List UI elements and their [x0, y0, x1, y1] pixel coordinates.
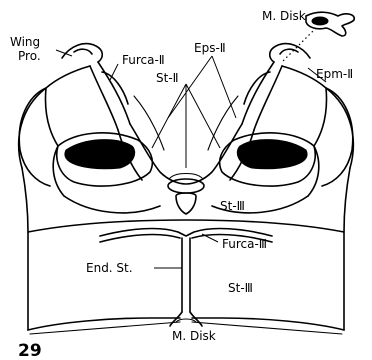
figure-number: 29 [18, 341, 42, 360]
right-coxal-cavity [220, 133, 316, 186]
label-st-iii-lower: St-Ⅲ [228, 281, 253, 295]
label-st-ii: St-Ⅱ [156, 71, 179, 85]
label-furca-ii: Furca-Ⅱ [122, 53, 165, 67]
label-wing-pro-line1: Wing [10, 35, 40, 49]
label-wing-pro-line2: Pro. [18, 49, 41, 63]
label-m-disk-top: M. Disk [262, 9, 306, 23]
coxal-margins [64, 196, 308, 213]
label-end-st: End. St. [86, 261, 133, 275]
label-m-disk-bottom: M. Disk [172, 329, 216, 343]
label-furca-iii: Furca-Ⅲ [222, 237, 267, 251]
label-eps-ii: Eps-Ⅱ [194, 41, 226, 55]
label-epm-ii: Epm-Ⅱ [316, 67, 353, 81]
left-coxal-cavity [57, 133, 153, 186]
label-st-iii-upper: St-Ⅲ [220, 199, 245, 213]
